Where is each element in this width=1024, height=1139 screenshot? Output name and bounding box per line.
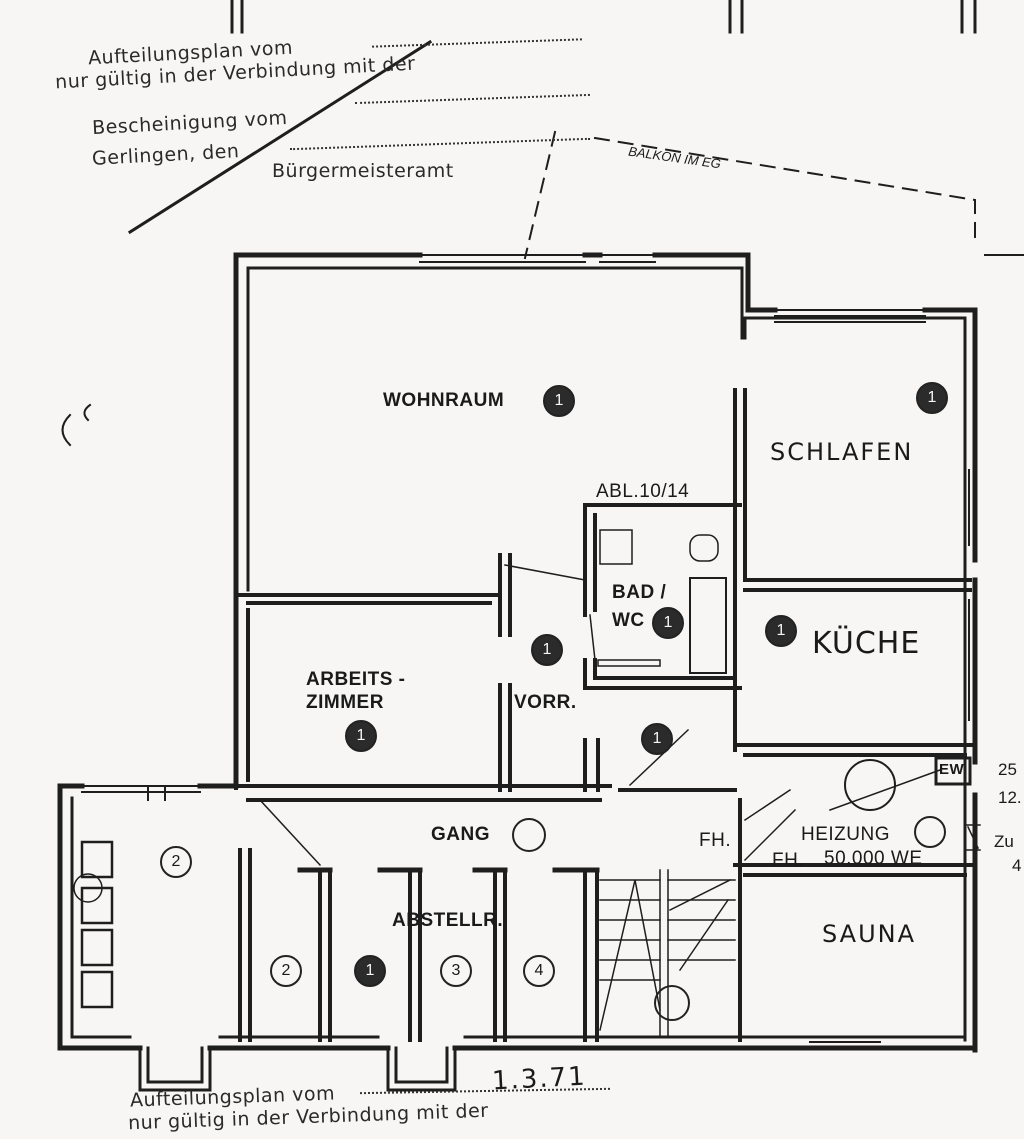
bathtub bbox=[689, 577, 727, 674]
vent-symbol bbox=[964, 824, 981, 851]
washbasin bbox=[599, 529, 633, 565]
room-label-fh1: FH. bbox=[699, 830, 732, 851]
room-number-vorr: 1 bbox=[531, 634, 563, 666]
room-label-arbeits-line2: ZIMMER bbox=[306, 692, 384, 713]
heizung-circle bbox=[914, 816, 946, 848]
margin-right-3: Zu bbox=[994, 832, 1014, 851]
room-label-abl: ABL.10/14 bbox=[596, 481, 690, 502]
ew-box bbox=[934, 756, 972, 786]
margin-right-2: 12. bbox=[998, 788, 1022, 807]
bottom-right-window bbox=[809, 1041, 881, 1049]
wall-cellar bbox=[238, 848, 599, 1042]
stamp-cancel-line bbox=[127, 39, 433, 235]
room-number-arbeits: 1 bbox=[345, 720, 377, 752]
boiler bbox=[844, 759, 896, 811]
room-label-wohnraum: WOHNRAUM bbox=[383, 390, 505, 411]
room-number-cellar-c: 3 bbox=[440, 955, 472, 987]
outer-wall-inner bbox=[70, 266, 967, 1042]
gang-circle bbox=[512, 818, 546, 852]
wall-heizung bbox=[733, 743, 977, 1042]
room-number-cellar-b: 1 bbox=[354, 955, 386, 987]
room-label-gang: GANG bbox=[431, 824, 490, 845]
window-right bbox=[968, 469, 976, 721]
staircase bbox=[599, 788, 797, 1036]
top-wall-fragment bbox=[230, 0, 977, 34]
boiler-line bbox=[829, 769, 941, 811]
stair-circle bbox=[654, 985, 690, 1021]
room-number-bad: 1 bbox=[652, 607, 684, 639]
room-number-vorr2: 1 bbox=[641, 723, 673, 755]
room-number-cellar-a: 2 bbox=[270, 955, 302, 987]
radiator-stack bbox=[73, 840, 114, 1009]
room-label-bad-line2: WC bbox=[612, 610, 645, 631]
room-number-wohnraum: 1 bbox=[543, 385, 575, 417]
left-top-window bbox=[81, 785, 201, 801]
room-number-cellar-d: 4 bbox=[523, 955, 555, 987]
room-number-kueche: 1 bbox=[765, 615, 797, 647]
toilet bbox=[689, 534, 719, 562]
room-label-ew: EW bbox=[939, 761, 965, 778]
room-number-schlafen: 1 bbox=[916, 382, 948, 414]
room-label-fh2: FH. bbox=[772, 850, 805, 871]
stamp-top-authority: Bürgermeisteramt bbox=[272, 160, 454, 182]
bay-window-mid bbox=[386, 1046, 457, 1092]
room-label-sauna: SAUNA bbox=[822, 920, 917, 948]
margin-right-4: 4 bbox=[1012, 856, 1022, 875]
room-label-heizung-we: 50.000 WE bbox=[824, 848, 923, 869]
door-swings bbox=[258, 564, 690, 867]
room-label-schlafen: SCHLAFEN bbox=[770, 438, 914, 466]
wall-wohnraum-bottom bbox=[234, 593, 502, 637]
wall-vorr bbox=[583, 738, 600, 792]
room-number-left-room: 2 bbox=[160, 846, 192, 878]
bracket-left bbox=[61, 403, 92, 447]
window-top-wohnraum bbox=[419, 254, 656, 269]
wall-bad bbox=[583, 503, 742, 690]
balkon-dashed-line bbox=[523, 130, 976, 260]
wall-gang-top bbox=[230, 784, 737, 802]
room-label-vorr: VORR. bbox=[514, 692, 577, 713]
window-top-schlafen bbox=[774, 309, 926, 323]
room-label-heizung: HEIZUNG bbox=[801, 824, 890, 845]
shower-tray bbox=[597, 659, 661, 667]
room-label-bad-line1: BAD / bbox=[612, 582, 667, 603]
room-label-abstellr: ABSTELLR. bbox=[392, 910, 504, 931]
bay-window-left bbox=[138, 1046, 212, 1092]
room-label-kueche: KÜCHE bbox=[812, 626, 921, 661]
room-label-arbeits-line1: ARBEITS - bbox=[306, 669, 406, 690]
wall-arbeits bbox=[234, 553, 512, 792]
stamp-bottom-date: 1.3.71 bbox=[491, 1061, 588, 1097]
margin-right-1: 25 bbox=[998, 760, 1017, 779]
